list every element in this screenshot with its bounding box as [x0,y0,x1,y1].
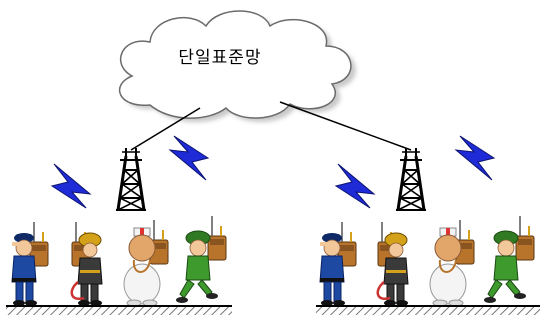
network-label: 단일표준망 [150,44,290,72]
lightning-bolt-icon [456,136,494,180]
responder-group-right [316,216,540,315]
firefighter-icon [378,222,408,306]
radio-tower-icon [116,148,146,210]
firefighter-icon [72,222,102,306]
police-officer-icon [320,222,356,306]
medic-icon [124,220,168,306]
link-line-right [280,102,411,150]
police-officer-icon [12,222,48,306]
lightning-bolt-icon [52,164,90,208]
responder-group-left [6,216,232,315]
ground-hatch-left [6,307,232,315]
lightning-bolt-icon [336,164,374,208]
soldier-icon [484,216,534,303]
lightning-bolt-icon [170,136,208,180]
ground-hatch-right [316,307,540,315]
radio-tower-icon [396,148,426,210]
medic-icon [430,220,474,306]
soldier-icon [176,216,226,303]
